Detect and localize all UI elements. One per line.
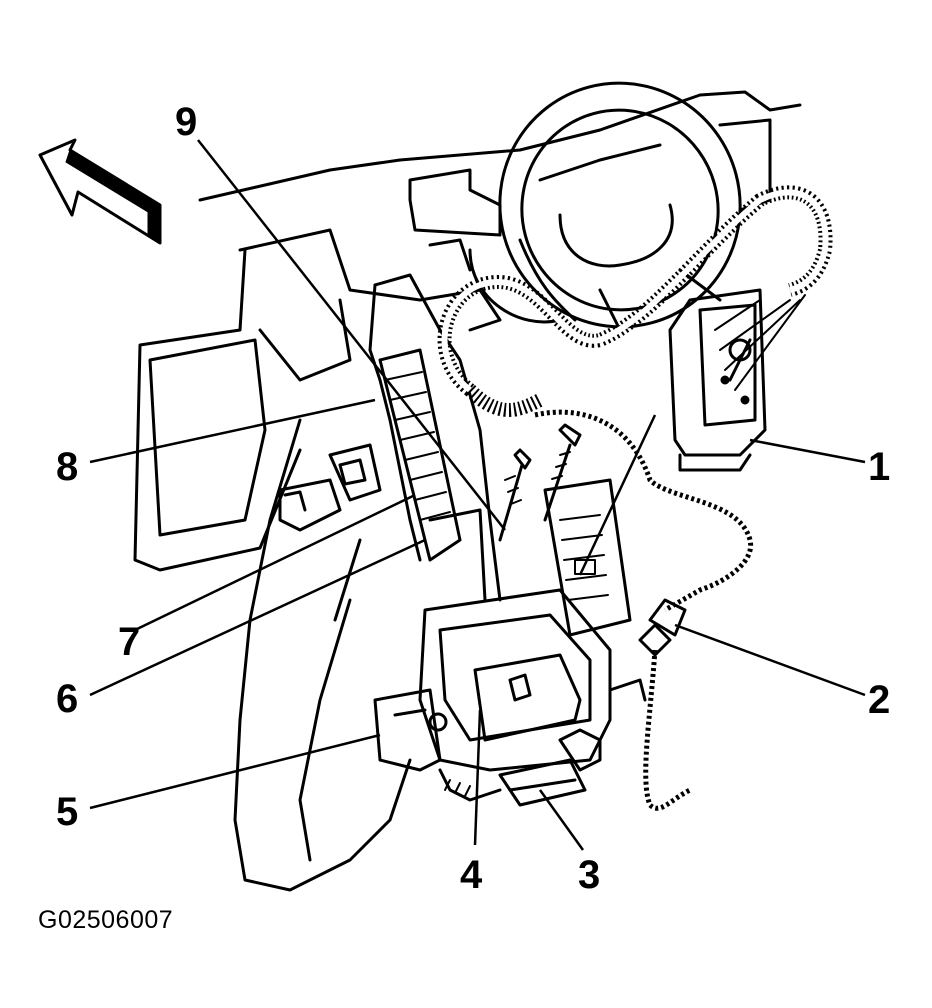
callout-6: 6 xyxy=(56,677,78,721)
switch-assembly xyxy=(373,588,647,807)
steering-column xyxy=(233,273,502,892)
leader-lines xyxy=(89,139,866,851)
forward-arrow-icon xyxy=(38,138,162,245)
wiring-dotted xyxy=(534,409,754,811)
connector-2 xyxy=(638,598,687,657)
callout-3: 3 xyxy=(578,853,600,897)
instrument-panel xyxy=(133,90,802,572)
left-clip xyxy=(278,443,382,532)
wiring-harness xyxy=(437,185,833,417)
callout-8: 8 xyxy=(56,445,78,489)
mounting-bolts xyxy=(498,423,582,542)
callout-4: 4 xyxy=(460,853,483,897)
callout-5: 5 xyxy=(56,790,78,834)
callout-9: 9 xyxy=(175,100,197,144)
callout-labels: 1 2 3 4 5 6 7 8 9 xyxy=(56,100,890,897)
callout-1: 1 xyxy=(868,445,890,489)
figure-id: G02506007 xyxy=(38,906,174,934)
module-component-1 xyxy=(668,288,806,472)
callout-7: 7 xyxy=(118,620,140,664)
connector-block xyxy=(543,478,632,637)
ribbed-bracket xyxy=(378,348,487,602)
callout-2: 2 xyxy=(868,678,890,722)
